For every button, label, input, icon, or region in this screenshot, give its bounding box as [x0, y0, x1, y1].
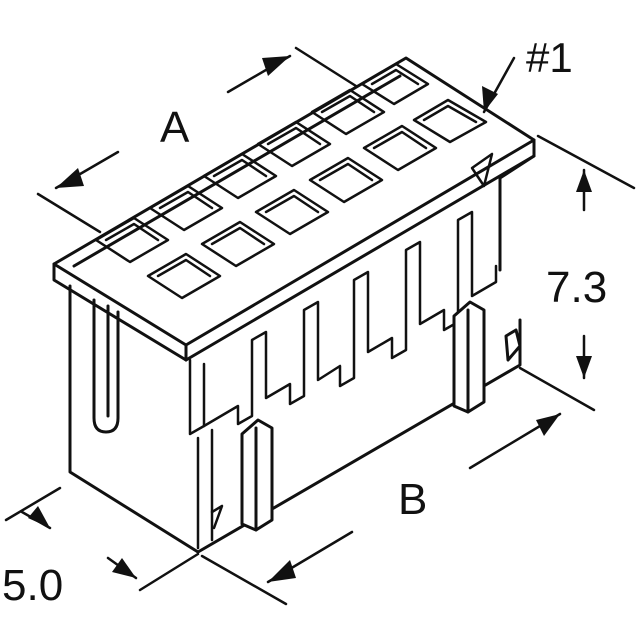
depth-label: 5.0 [2, 561, 63, 610]
cavity [200, 220, 276, 268]
pin1-label: #1 [526, 34, 573, 81]
arrowhead [56, 168, 84, 188]
pin1-marker [470, 152, 494, 188]
cavity-grid [94, 62, 494, 300]
cavity [202, 152, 278, 200]
arrowhead [28, 506, 50, 528]
cavity [254, 188, 330, 236]
arrowhead [268, 560, 296, 582]
cavity [308, 156, 384, 204]
arrowhead [482, 86, 498, 112]
cavity [94, 216, 170, 264]
cavity [256, 120, 332, 168]
connector-body [68, 154, 536, 554]
cavity [310, 88, 386, 136]
arrowhead [536, 414, 560, 436]
arrowhead [576, 356, 592, 378]
right-tab [504, 328, 522, 362]
dimension-a-label: A [160, 103, 190, 152]
arrowhead [112, 558, 136, 578]
cavity [362, 124, 438, 172]
cavity [412, 98, 488, 144]
arrowhead [262, 56, 290, 76]
side-latch [92, 298, 120, 434]
arrowhead [576, 170, 592, 192]
cavity [146, 252, 222, 300]
cavity [360, 62, 430, 106]
dimension-b-label: B [398, 475, 427, 524]
cavity [148, 184, 224, 232]
front-post [240, 418, 274, 532]
height-label: 7.3 [546, 263, 607, 312]
rear-post [452, 300, 486, 414]
